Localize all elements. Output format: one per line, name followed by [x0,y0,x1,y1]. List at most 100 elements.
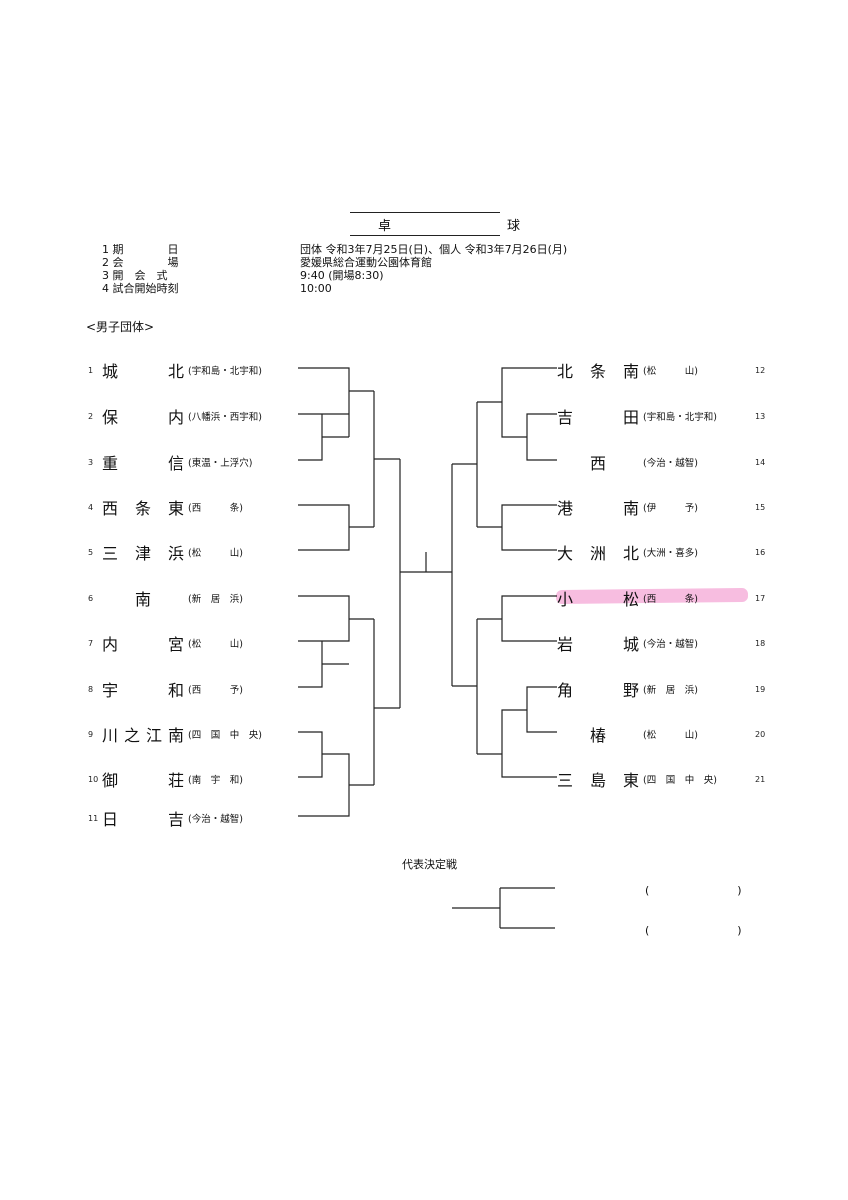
school-char: 三 [557,771,574,790]
school-char: 洲 [589,544,606,563]
team-row: 大洲北(大洲・喜多)16 [557,540,765,564]
final-slot: ( ) [645,884,742,897]
school-name: 保内 [102,404,184,428]
team-number: 15 [755,502,766,512]
school-char: 川 [102,726,119,745]
school-name: 西 [557,450,639,474]
school-region: (今治・越智) [643,458,698,469]
school-name: 吉田 [557,404,639,428]
school-name: 南 [102,586,184,610]
school-char: 小 [557,590,574,609]
school-name: 角野 [557,677,639,701]
school-region: (松 山) [188,548,243,559]
team-number: 5 [88,547,94,557]
final-label: 代表決定戦 [402,858,457,871]
school-char: 島 [589,771,606,790]
page-title: 卓 球 [350,212,520,236]
school-name: 港南 [557,495,639,519]
info-label: 4 試合開始時刻 [102,282,179,295]
school-region: (松 山) [643,730,698,741]
team-number: 13 [755,411,766,421]
school-char: 北 [557,362,574,381]
school-char: 宮 [167,635,184,654]
school-name: 御荘 [102,767,184,791]
school-char: 重 [102,454,119,473]
team-number: 17 [755,593,766,603]
team-row: 三島東(四 国 中 央)21 [557,767,765,791]
team-number: 20 [755,729,766,739]
school-region: (宇和島・北宇和) [643,412,717,423]
team-number: 1 [88,365,94,375]
school-name: 宇和 [102,677,184,701]
team-number: 2 [88,411,94,421]
school-char: 御 [102,771,119,790]
school-name: 岩城 [557,631,639,655]
school-char: 保 [102,408,119,427]
school-char: 吉 [167,810,184,829]
section-title: <男子団体> [86,320,155,334]
team-row: 岩城(今治・越智)18 [557,631,765,655]
school-char: 城 [622,635,639,654]
school-region: (南 宇 和) [188,775,243,786]
team-number: 3 [88,457,94,467]
school-char: 港 [557,499,574,518]
school-char: 和 [167,681,184,700]
school-region: (今治・越智) [643,639,698,650]
school-name: 西条東 [102,495,184,519]
team-number: 12 [755,365,766,375]
school-char: 大 [557,544,574,563]
school-char: 城 [102,362,119,381]
team-row: 港南 (伊 予) 15 [557,495,765,519]
school-name: 内宮 [102,631,184,655]
team-row: 北条南(松 山)12 [557,358,765,382]
team-row: 角野(新 居 浜)19 [557,677,765,701]
school-char: 西 [589,454,606,473]
school-name: 大洲北 [557,540,639,564]
school-region: (四 国 中 央) [188,730,262,741]
school-char: 南 [134,590,151,609]
team-row: 西(今治・越智)14 [557,450,765,474]
team-number: 8 [88,684,94,694]
school-region: (西 条) [188,503,243,514]
school-region: (西 条) [643,594,698,605]
info-label: 2 会 場 [102,256,179,269]
school-name: 小松 [557,586,639,610]
school-region: (四 国 中 央) [643,775,717,786]
school-region: (新 居 浜) [188,594,243,605]
team-number: 6 [88,593,94,603]
school-char: 角 [557,681,574,700]
school-char: 南 [167,726,184,745]
school-char: 岩 [557,635,574,654]
school-region: (伊 予) [643,503,698,514]
school-char: 椿 [589,726,606,745]
info-value: 9:40 (開場8:30) [300,269,384,282]
school-region: (東温・上浮穴) [188,458,253,469]
school-region: (松 山) [188,639,243,650]
school-region: (宇和島・北宇和) [188,366,262,377]
school-char: 三 [102,544,119,563]
school-char: 条 [589,362,606,381]
team-row: 吉田 (宇和島・北宇和) 13 [557,404,765,428]
school-region: (今治・越智) [188,814,243,825]
school-char: 北 [622,544,639,563]
info-label: 1 期 日 [102,243,179,256]
final-slot: ( ) [645,924,742,937]
school-char: 松 [622,590,639,609]
team-number: 18 [755,638,766,648]
school-char: 野 [622,681,639,700]
team-number: 9 [88,729,94,739]
school-char: 浜 [167,544,184,563]
school-name: 日吉 [102,806,184,830]
school-char: 信 [167,454,184,473]
info-value: 団体 令和3年7月25日(日)、個人 令和3年7月26日(月) [300,243,568,256]
info-value: 10:00 [300,282,332,295]
